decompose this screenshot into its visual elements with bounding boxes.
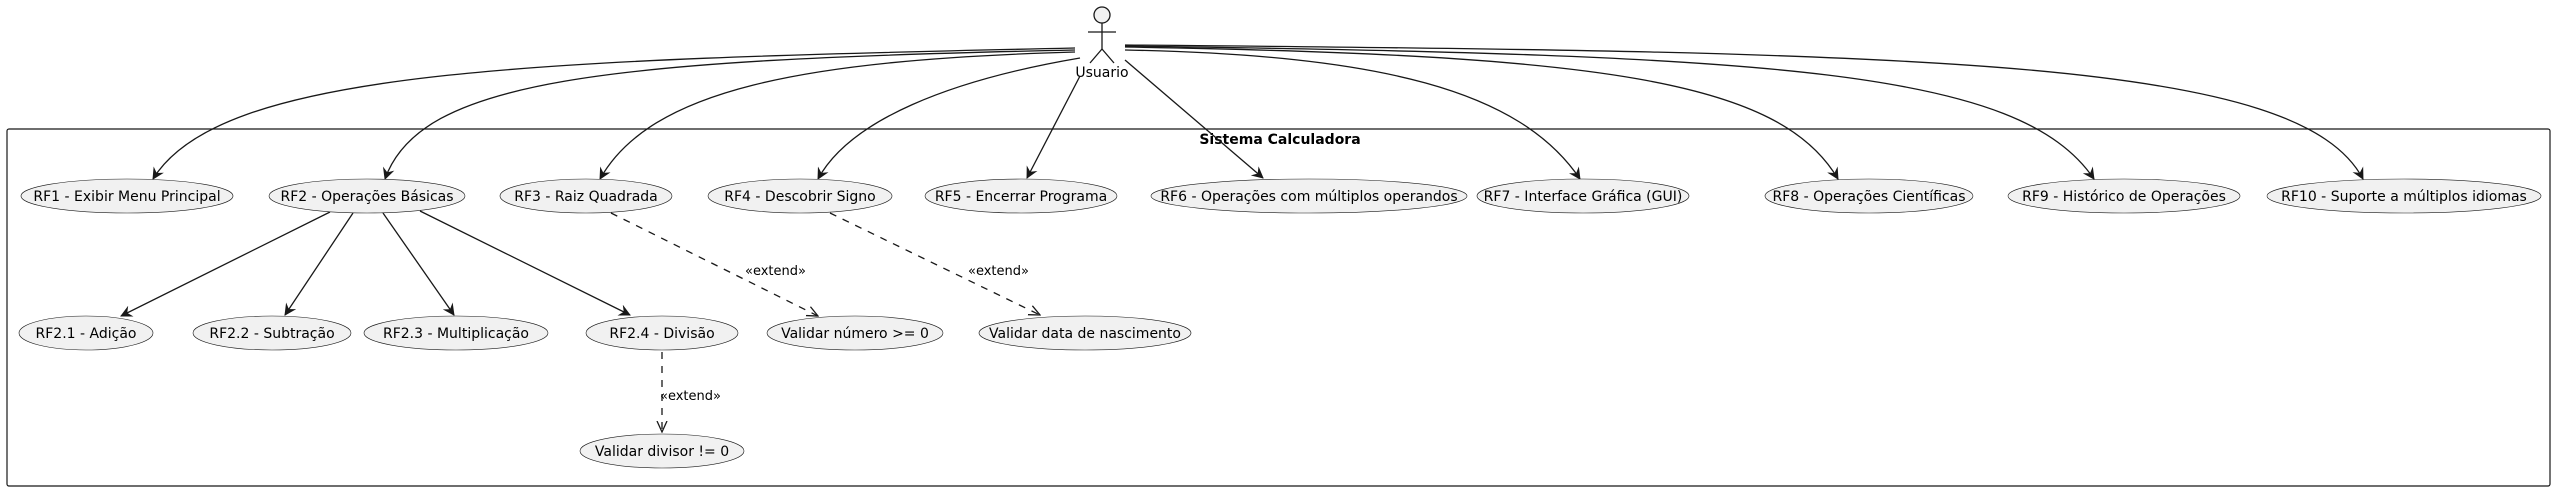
use-case-rf2-4[interactable]: RF2.4 - Divisão [585,315,739,351]
use-case-validar-divisor-label: Validar divisor != 0 [595,444,729,460]
use-case-validar-numero[interactable]: Validar número >= 0 [766,315,944,351]
use-case-rf1-ellipse [20,178,234,214]
actor-head [1093,6,1111,24]
use-case-rf8-label: RF8 - Operações Científicas [1772,189,1965,205]
use-case-rf6[interactable]: RF6 - Operações com múltiplos operandos [1150,178,1468,214]
extend-label-val-num: «extend» [745,264,806,279]
use-case-validar-numero-label: Validar número >= 0 [781,326,929,342]
use-case-rf9[interactable]: RF9 - Histórico de Operações [2007,178,2241,214]
use-case-rf3[interactable]: RF3 - Raiz Quadrada [499,178,673,214]
use-case-rf2-2-label: RF2.2 - Subtração [209,326,334,342]
edge-rf2-rf2-4 [419,210,631,316]
use-case-rf2-3[interactable]: RF2.3 - Multiplicação [363,315,549,351]
use-case-rf8-ellipse [1764,178,1974,214]
use-case-validar-data-label: Validar data de nascimento [989,326,1181,342]
use-case-rf10-label: RF10 - Suporte a múltiplos idiomas [2281,189,2527,205]
use-case-rf6-label: RF6 - Operações com múltiplos operandos [1160,189,1457,205]
use-case-rf5-ellipse [924,178,1118,214]
use-case-rf9-ellipse [2007,178,2241,214]
edge-actor-rf9 [1124,45,2095,180]
edge-extend-val-data [829,212,1040,315]
edge-actor-rf8 [1124,46,1839,180]
use-case-rf1-label: RF1 - Exibir Menu Principal [33,189,220,205]
edge-actor-rf7 [1124,49,1581,180]
actor-label: Usuario [1075,65,1128,81]
use-case-rf10-ellipse [2266,178,2542,214]
association-edges [152,44,2364,180]
edge-actor-rf5 [1026,75,1081,179]
use-case-validar-divisor-ellipse [579,433,745,469]
actor-right-leg [1101,48,1115,64]
edge-actor-rf1 [152,47,1076,180]
edge-rf2-rf2-1 [120,211,331,317]
edge-extend-val-num [610,212,818,316]
use-case-rf8[interactable]: RF8 - Operações Científicas [1764,178,1974,214]
edge-actor-rf4 [817,57,1081,180]
edge-rf2-rf2-3 [382,212,455,316]
use-case-rf2-ellipse [268,178,466,214]
use-case-rf2-3-ellipse [363,315,549,351]
extend-label-val-data: «extend» [968,264,1029,279]
use-case-rf2-1[interactable]: RF2.1 - Adição [18,315,154,351]
use-case-rf4-label: RF4 - Descobrir Signo [724,189,875,205]
include-edges [120,210,631,317]
use-case-rf2-1-label: RF2.1 - Adição [36,326,137,342]
edge-actor-rf2 [383,49,1076,180]
use-case-rf5-label: RF5 - Encerrar Programa [935,189,1107,205]
use-case-rf2-2[interactable]: RF2.2 - Subtração [192,315,352,351]
use-case-rf7-label: RF7 - Interface Gráfica (GUI) [1484,189,1683,205]
use-case-rf2-2-ellipse [192,315,352,351]
use-case-rf4-ellipse [707,178,893,214]
edge-rf2-rf2-2 [284,212,354,316]
edge-actor-rf10 [1124,44,2364,180]
system-boundary [6,128,2551,487]
use-case-rf6-ellipse [1150,178,1468,214]
edge-actor-rf3 [599,51,1076,180]
extend-edges: «extend» «extend» «extend» [610,212,1040,432]
actor-usuario[interactable]: Usuario [1075,6,1129,81]
use-case-rf2-label: RF2 - Operações Básicas [280,189,453,205]
use-case-rf9-label: RF9 - Histórico de Operações [2022,189,2226,205]
system-title: Sistema Calculadora [1199,132,1360,148]
edge-actor-rf6 [1124,59,1264,179]
use-case-validar-data-ellipse [978,315,1192,351]
use-case-rf2-3-label: RF2.3 - Multiplicação [383,326,529,342]
use-case-rf2[interactable]: RF2 - Operações Básicas [268,178,466,214]
use-case-rf7[interactable]: RF7 - Interface Gráfica (GUI) [1476,178,1690,214]
use-case-rf10[interactable]: RF10 - Suporte a múltiplos idiomas [2266,178,2542,214]
use-case-rf1[interactable]: RF1 - Exibir Menu Principal [20,178,234,214]
use-case-rf4[interactable]: RF4 - Descobrir Signo [707,178,893,214]
use-case-rf2-4-label: RF2.4 - Divisão [609,326,714,342]
use-case-validar-numero-ellipse [766,315,944,351]
use-case-validar-data[interactable]: Validar data de nascimento [978,315,1192,351]
use-case-rf7-ellipse [1476,178,1690,214]
use-case-rf2-4-ellipse [585,315,739,351]
use-case-rf3-label: RF3 - Raiz Quadrada [514,189,658,205]
use-case-rf3-ellipse [499,178,673,214]
extend-label-val-div: «extend» [660,389,721,404]
use-case-rf2-1-ellipse [18,315,154,351]
use-case-validar-divisor[interactable]: Validar divisor != 0 [579,433,745,469]
use-case-rf5[interactable]: RF5 - Encerrar Programa [924,178,1118,214]
actor-left-leg [1089,48,1103,64]
